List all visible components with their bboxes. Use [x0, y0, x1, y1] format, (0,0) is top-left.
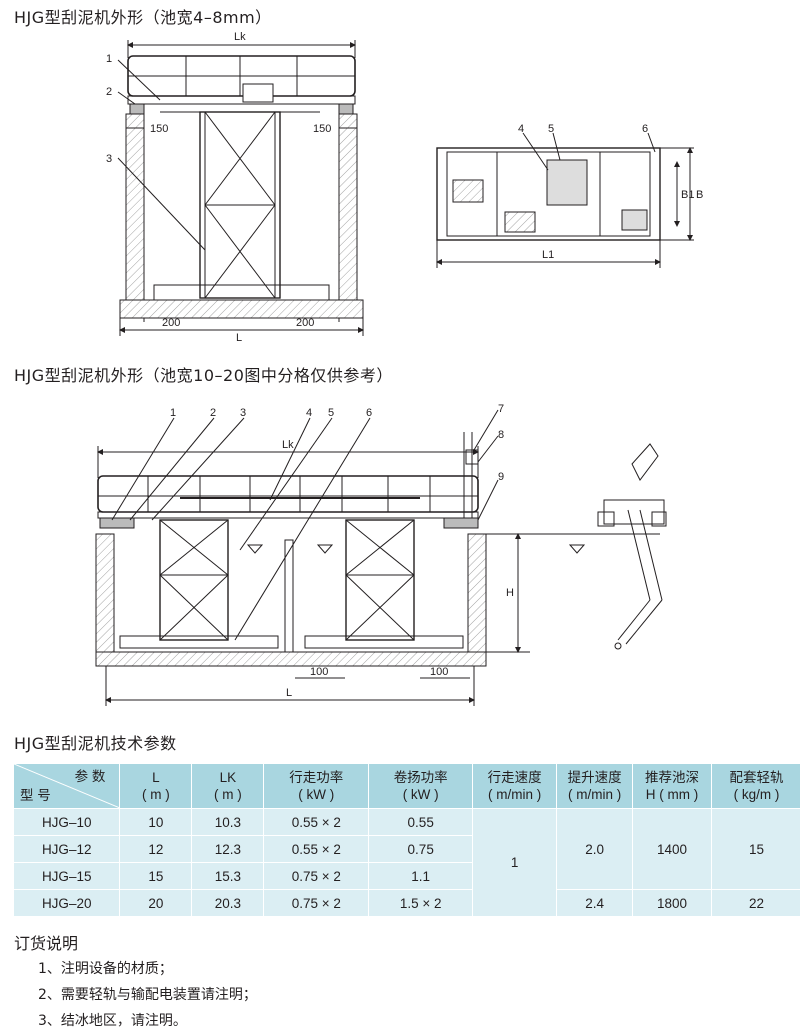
header-rail: 配套轻轨( kg/m ) — [711, 764, 800, 809]
table-header-row: 参 数 型 号 L( m ) LK( m ) 行走功率( kW ) 卷扬功率( … — [14, 764, 800, 809]
fig1-b: B — [696, 189, 703, 201]
fig1-c4: 4 — [518, 123, 524, 135]
fig2-h: H — [506, 587, 514, 599]
order-item-2: 2、需要轻轨与输配电装置请注明； — [38, 987, 257, 1003]
fig2-c7: 7 — [498, 403, 504, 415]
fig2-lk: Lk — [282, 439, 294, 451]
fig1-200-right: 200 — [296, 317, 314, 329]
fig2-c2: 2 — [210, 407, 216, 419]
order-title: 订货说明 — [14, 934, 79, 953]
order-item-1: 1、注明设备的材质； — [38, 961, 173, 977]
fig1-150-right: 150 — [313, 123, 331, 135]
fig2-100-left: 100 — [310, 666, 328, 678]
fig1-200-left: 200 — [162, 317, 180, 329]
corner-top: 参 数 — [74, 769, 106, 784]
fig1-c1: 1 — [106, 53, 112, 65]
corner-bottom: 型 号 — [20, 788, 51, 803]
header-l: L( m ) — [119, 764, 193, 809]
figure1-title: HJG型刮泥机外形（池宽4–8mm） — [14, 8, 272, 27]
figure2-drawing: 1 2 3 4 5 6 7 8 9 Lk H 100 100 L — [95, 403, 667, 706]
fig1-c3: 3 — [106, 153, 112, 165]
fig2-c4: 4 — [306, 407, 312, 419]
figure2-title: HJG型刮泥机外形（池宽10–20图中分格仅供参考） — [14, 366, 393, 385]
walk-speed-cell: 1 — [472, 808, 558, 916]
order-item-3: 3、结冰地区，请注明。 — [38, 1013, 187, 1029]
header-corner: 参 数 型 号 — [14, 764, 121, 809]
fig2-c5: 5 — [328, 407, 334, 419]
fig2-l: L — [286, 687, 292, 699]
fig1-150-left: 150 — [150, 123, 168, 135]
header-walk-power: 行走功率( kW ) — [263, 764, 370, 809]
fig1-c6: 6 — [642, 123, 648, 135]
header-lift-speed: 提升速度( m/min ) — [556, 764, 634, 809]
fig2-c6: 6 — [366, 407, 372, 419]
depth-a: 1400 — [632, 808, 713, 890]
fig1-c5: 5 — [548, 123, 554, 135]
fig2-c9: 9 — [498, 471, 504, 483]
header-hoist-power: 卷扬功率( kW ) — [368, 764, 474, 809]
fig1-l: L — [236, 332, 242, 344]
rail-a: 15 — [711, 808, 800, 890]
fig1-c2: 2 — [106, 86, 112, 98]
fig2-100-right: 100 — [430, 666, 448, 678]
spec-table: 参 数 型 号 L( m ) LK( m ) 行走功率( kW ) 卷扬功率( … — [14, 764, 800, 916]
header-lk: LK( m ) — [191, 764, 265, 809]
lift-speed-b: 2.4 — [556, 889, 634, 916]
figure1-drawing: Lk 1 2 3 150 150 200 200 L 4 5 6 B B1 L1 — [106, 31, 703, 344]
fig2-c8: 8 — [498, 429, 504, 441]
lift-speed-a: 2.0 — [556, 808, 634, 890]
rail-b: 22 — [711, 889, 800, 916]
fig1-l1: L1 — [542, 249, 554, 261]
fig1-lk: Lk — [234, 31, 246, 43]
fig2-c1: 1 — [170, 407, 176, 419]
depth-b: 1800 — [632, 889, 713, 916]
table-title: HJG型刮泥机技术参数 — [14, 734, 177, 753]
header-walk-speed: 行走速度( m/min ) — [472, 764, 558, 809]
fig2-c3: 3 — [240, 407, 246, 419]
fig1-b1: B1 — [681, 189, 694, 201]
